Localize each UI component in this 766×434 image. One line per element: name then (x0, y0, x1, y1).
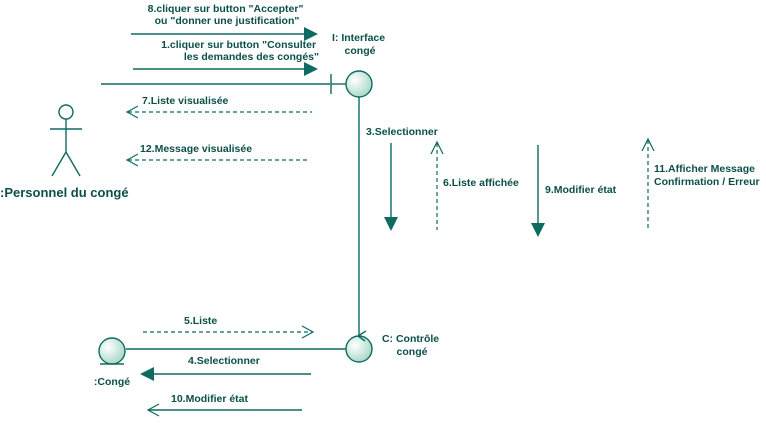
msg-6-label: 6.Liste affichée (443, 177, 519, 189)
msg-12-arrowhead (125, 153, 139, 167)
entity-conge (98, 337, 126, 365)
msg-3-label: 3.Selectionner (366, 126, 438, 138)
msg-8-arrowhead (304, 27, 318, 41)
msg-8-label: 8.cliquer sur button "Accepter" ou "donn… (148, 3, 307, 27)
boundary-interface (330, 70, 373, 98)
msg-6-arrowhead (430, 140, 444, 155)
entity-label: :Congé (94, 376, 130, 388)
msg-11-arrowhead (641, 137, 655, 152)
msg-12-label: 12.Message visualisée (140, 143, 252, 155)
msg-5-arrowhead (301, 325, 315, 339)
msg-9-label: 9.Modifier état (545, 184, 617, 196)
msg-7-arrowhead (125, 105, 139, 119)
msg-4-label: 4.Selectionner (188, 355, 260, 367)
msg-10-arrowhead (146, 403, 160, 417)
msg-3-arrowhead (384, 217, 398, 231)
interface-label: I: Interface congé (332, 32, 388, 57)
actor-label: :Personnel du congé (0, 185, 129, 200)
msg-5-label: 5.Liste (184, 315, 217, 327)
controle-label: C: Contrôle congé (382, 333, 442, 358)
actor-personnel (50, 104, 82, 177)
msg-11-label: 11.Afficher Message Confirmation / Erreu… (654, 163, 760, 188)
msg-7-label: 7.Liste visualisée (142, 95, 229, 107)
msg-1-label: 1.cliquer sur button "Consulter les dema… (161, 39, 319, 63)
control-controle (345, 330, 373, 363)
msg-9-arrowhead (531, 223, 545, 237)
msg-10-label: 10.Modifier état (171, 393, 249, 405)
msg-1-arrowhead (304, 62, 318, 76)
msg-4-arrowhead (140, 367, 154, 381)
